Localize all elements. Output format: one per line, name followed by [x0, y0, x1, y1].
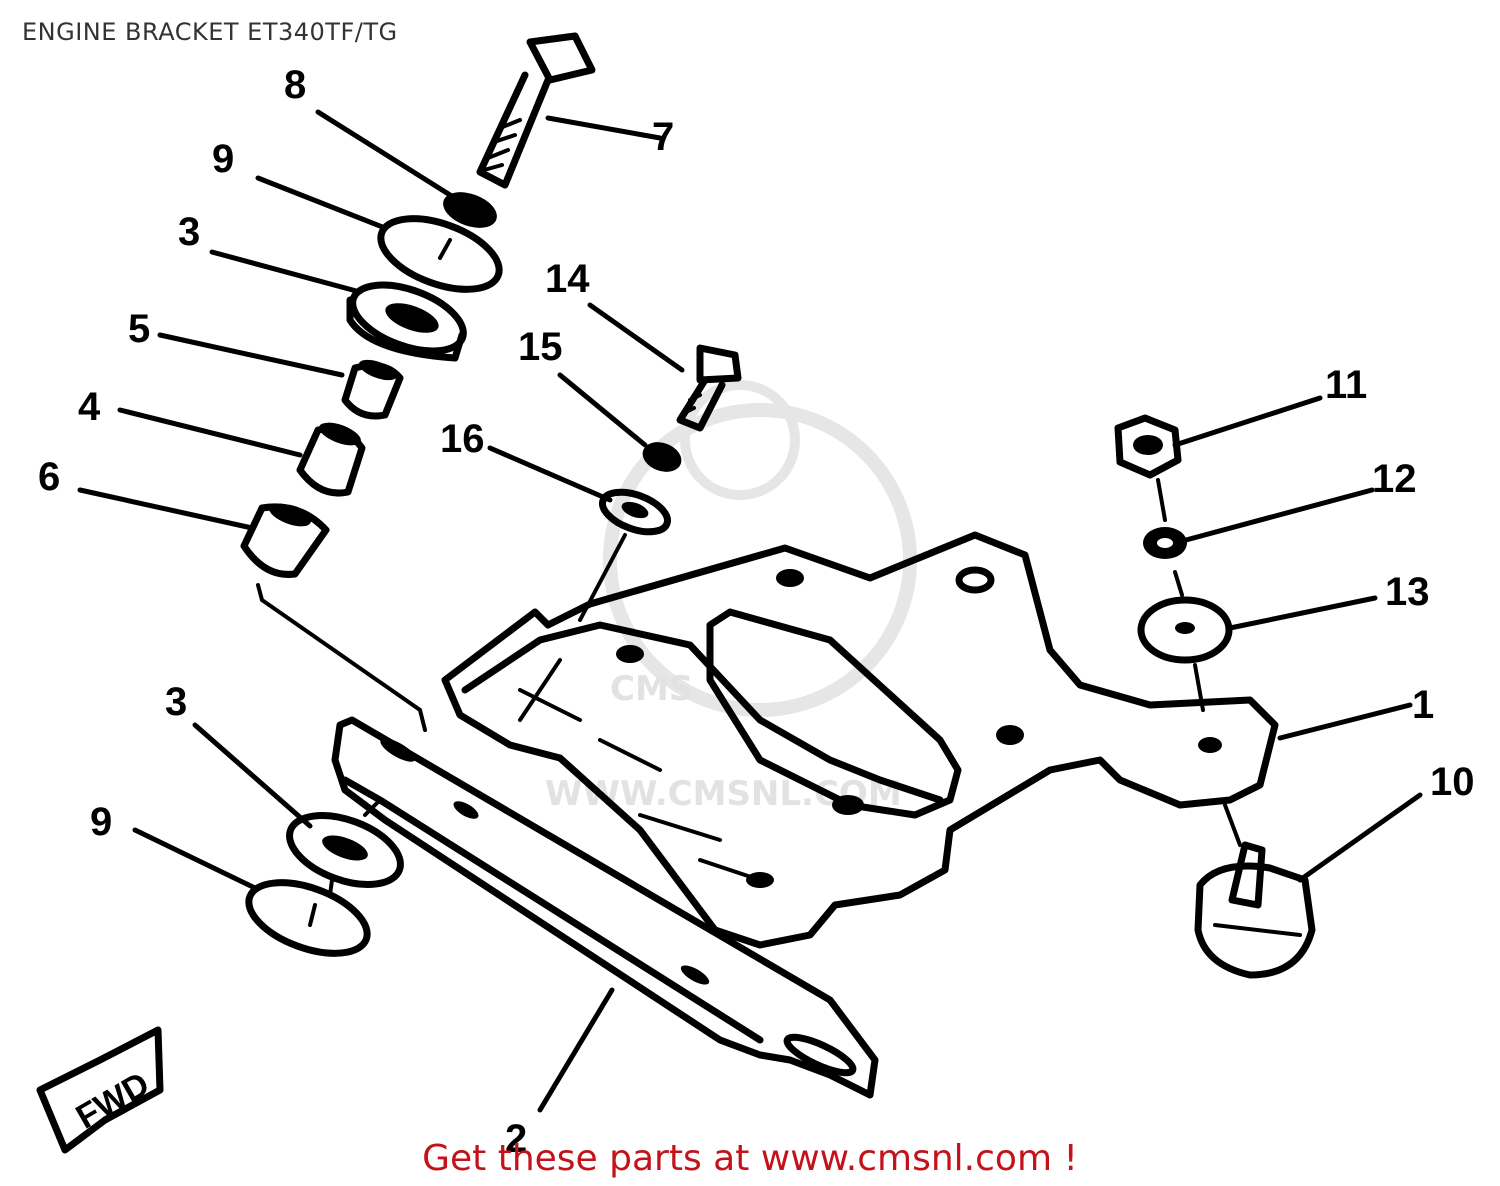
part-11-nut: [1114, 414, 1182, 479]
callout-13: 13: [1385, 570, 1430, 614]
assembly-axis-mid: [518, 533, 627, 722]
callout-10: 10: [1430, 760, 1475, 804]
diagram-title: ENGINE BRACKET ET340TF/TG: [22, 18, 398, 46]
part-7-bolt: [476, 32, 596, 189]
part-15-nut: [642, 442, 682, 472]
callout-9-top: 9: [212, 137, 234, 181]
part-1-engine-bracket: [441, 531, 1279, 949]
callout-9-lower: 9: [90, 800, 112, 844]
callout-6: 6: [38, 455, 60, 499]
callout-5: 5: [128, 307, 150, 351]
assembly-axis-left: [256, 583, 427, 732]
part-3-damper-lower: [286, 812, 404, 888]
callout-14: 14: [545, 257, 590, 301]
callout-1: 1: [1412, 683, 1434, 727]
callout-7: 7: [652, 115, 674, 159]
callout-11: 11: [1325, 363, 1367, 407]
part-12-washer: [1143, 527, 1187, 559]
callout-15: 15: [518, 325, 563, 369]
callout-labels: 7 8 9 3 5 4 6 14 15 16 11 12 13 1 10 3 9…: [38, 63, 1475, 1161]
part-6-collar: [240, 503, 330, 578]
callout-2: 2: [505, 1117, 527, 1161]
footer-promo-text: Get these parts at www.cmsnl.com !: [422, 1138, 1078, 1179]
callout-16: 16: [440, 417, 485, 461]
callout-3-lower: 3: [165, 680, 187, 724]
part-3-damper-top: [346, 281, 467, 362]
part-13-washer: [1137, 596, 1233, 664]
watermark-logo-text: CMS: [610, 669, 693, 709]
part-14-bolt: [676, 344, 742, 432]
callout-12: 12: [1372, 457, 1417, 501]
part-10-mount-damper: [1194, 841, 1316, 979]
part-9-washer-lower: [245, 879, 371, 957]
assembly-axis-lower: [328, 798, 382, 897]
part-5-collar: [341, 359, 404, 420]
part-16-washer: [599, 488, 671, 536]
part-9-washer-top: [377, 215, 503, 293]
callout-4: 4: [78, 385, 101, 429]
leader-lines: [77, 109, 1423, 1113]
fwd-arrow-marker: FWD: [36, 1026, 164, 1154]
fwd-label: FWD: [70, 1065, 156, 1137]
callout-8: 8: [284, 63, 306, 107]
part-4-collar: [296, 422, 366, 497]
assembly-axis-right: [1156, 478, 1242, 847]
callout-3-top: 3: [178, 210, 200, 254]
